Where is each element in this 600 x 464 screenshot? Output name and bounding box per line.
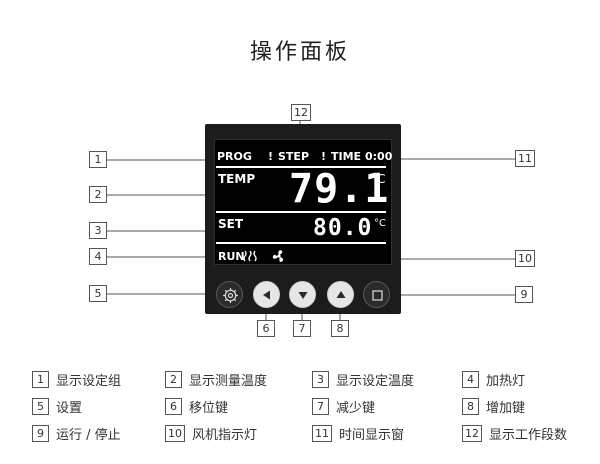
settings-button[interactable]	[216, 281, 243, 308]
legend-text: 显示测量温度	[189, 374, 268, 389]
legend-item: 7 减少键	[312, 397, 375, 416]
legend-text: 时间显示窗	[339, 428, 405, 443]
legend-text: 增加键	[486, 401, 526, 416]
legend-number: 7	[312, 398, 329, 415]
callout-7: 7	[293, 320, 311, 337]
set-temperature: 80.0	[313, 215, 373, 241]
callout-10: 10	[515, 250, 535, 267]
legend-item: 6 移位键	[165, 397, 228, 416]
legend-number: 8	[462, 398, 479, 415]
legend-text: 显示设定温度	[336, 374, 415, 389]
legend-number: 10	[165, 425, 185, 442]
measured-unit: °C	[371, 172, 386, 186]
callout-12: 12	[291, 104, 311, 121]
legend-number: 2	[165, 371, 182, 388]
callout-9: 9	[515, 286, 533, 303]
time-value: 0:00	[365, 150, 393, 163]
measured-temperature: 79.1	[289, 166, 390, 212]
divider	[216, 211, 386, 213]
gear-icon	[223, 288, 238, 303]
legend-item: 4 加热灯	[462, 370, 525, 389]
run-stop-button[interactable]	[363, 281, 390, 308]
legend-text: 加热灯	[486, 374, 526, 389]
legend-number: 1	[32, 371, 49, 388]
legend-text: 运行 / 停止	[56, 428, 121, 443]
divider	[216, 242, 386, 244]
legend-item: 10 风机指示灯	[165, 424, 257, 443]
shift-button[interactable]	[253, 281, 280, 308]
divider	[216, 166, 386, 168]
increase-button[interactable]	[327, 281, 354, 308]
legend-text: 移位键	[189, 401, 229, 416]
set-label: SET	[218, 217, 244, 231]
legend-number: 5	[32, 398, 49, 415]
triangle-up-icon	[336, 291, 346, 298]
legend-item: 8 增加键	[462, 397, 525, 416]
prog-label: PROG	[217, 150, 252, 163]
square-icon	[372, 290, 383, 301]
callout-8: 8	[331, 320, 349, 337]
legend-item: 3 显示设定温度	[312, 370, 414, 389]
decrease-button[interactable]	[289, 281, 316, 308]
legend: 1 显示设定组 2 显示测量温度 3 显示设定温度 4 加热灯 5 设置 6 移…	[0, 368, 600, 464]
legend-number: 9	[32, 425, 49, 442]
callout-1: 1	[89, 151, 107, 168]
legend-text: 设置	[56, 401, 83, 416]
legend-number: 11	[312, 425, 332, 442]
triangle-down-icon	[298, 292, 308, 299]
legend-text: 显示工作段数	[489, 428, 568, 443]
step-label: STEP	[278, 150, 310, 163]
callout-2: 2	[89, 186, 107, 203]
callout-4: 4	[89, 248, 107, 265]
lcd-display	[214, 139, 392, 265]
callout-3: 3	[89, 222, 107, 239]
page-title: 操作面板	[249, 40, 350, 65]
temp-label: TEMP	[218, 172, 256, 186]
callout-11: 11	[515, 150, 535, 167]
separator: !	[321, 150, 327, 163]
fan-icon	[272, 250, 284, 262]
legend-item: 11 时间显示窗	[312, 424, 404, 443]
triangle-left-icon	[263, 290, 270, 300]
set-unit: °C	[374, 218, 386, 229]
legend-number: 6	[165, 398, 182, 415]
legend-text: 风机指示灯	[192, 428, 258, 443]
legend-item: 1 显示设定组	[32, 370, 121, 389]
legend-number: 12	[462, 425, 482, 442]
legend-text: 减少键	[336, 401, 376, 416]
legend-text: 显示设定组	[56, 374, 122, 389]
legend-number: 4	[462, 371, 479, 388]
legend-number: 3	[312, 371, 329, 388]
legend-item: 5 设置	[32, 397, 82, 416]
callout-6: 6	[257, 320, 275, 337]
legend-item: 9 运行 / 停止	[32, 424, 121, 443]
time-label: TIME	[331, 150, 362, 163]
legend-item: 2 显示测量温度	[165, 370, 267, 389]
callout-5: 5	[89, 285, 107, 302]
run-label: RUN	[218, 250, 245, 263]
legend-item: 12 显示工作段数	[462, 424, 567, 443]
separator: !	[268, 150, 274, 163]
heat-wave-icon	[243, 250, 257, 262]
